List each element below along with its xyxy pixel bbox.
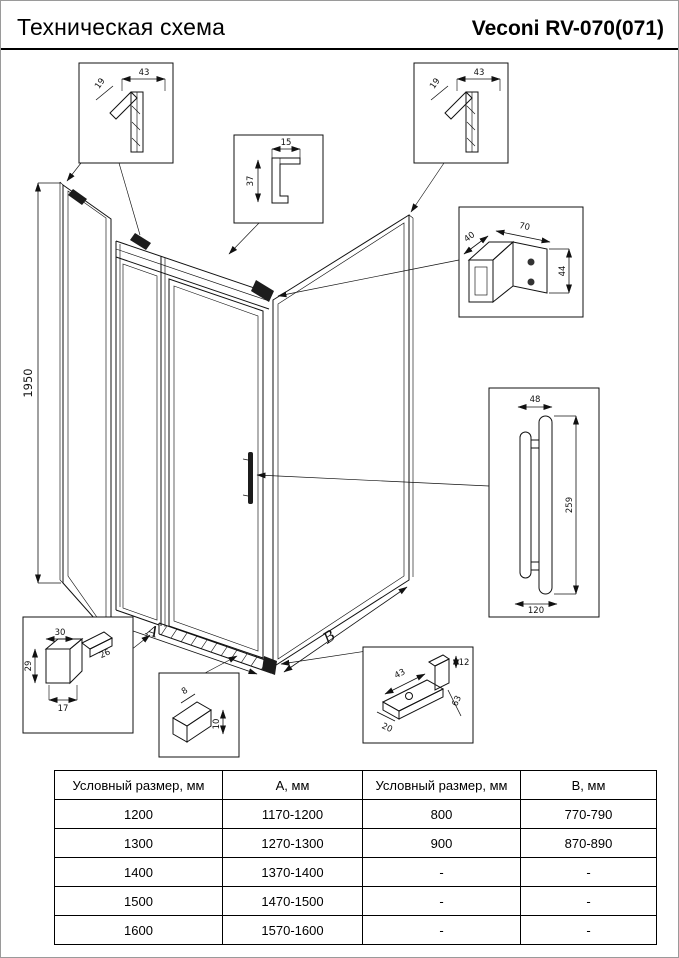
- dim-label: 30: [55, 628, 66, 638]
- corner-bracket-fitting: [251, 280, 274, 302]
- table-cell: 1170-1200: [222, 799, 363, 829]
- table-header-row: Условный размер, мм А, мм Условный разме…: [54, 770, 657, 800]
- table-cell: -: [362, 857, 521, 887]
- model-number: Veconi RV-070(071): [471, 17, 664, 40]
- detail-handle: 48 259 120: [488, 387, 600, 618]
- dim-label: 17: [58, 704, 69, 714]
- table-row: 1200 1170-1200 800 770-790: [54, 799, 657, 829]
- detail-bottom-profile: 8 10: [158, 672, 240, 758]
- detail-corner-bracket: 40 70 44: [458, 206, 584, 318]
- table-row: 1500 1470-1500 - -: [54, 886, 657, 916]
- shower-enclosure-view: [59, 181, 414, 675]
- page-title: Техническая схема: [17, 14, 226, 40]
- door-handle: [248, 452, 253, 504]
- table-cell: 770-790: [520, 799, 657, 829]
- detail-floor-guide: 43 12 63 20: [362, 646, 474, 744]
- leader-lines: [66, 162, 490, 674]
- table-cell: 1600: [54, 915, 223, 945]
- dim-label: 120: [528, 606, 544, 616]
- dim-label: 20: [380, 721, 394, 735]
- size-table: Условный размер, мм А, мм Условный разме…: [54, 770, 657, 945]
- bottom-rail-hatching: [160, 625, 268, 671]
- detail-wall-profile: 15 37: [233, 134, 324, 224]
- detail-top-right-corner-profile: 43 19: [413, 62, 509, 164]
- dim-label: 259: [565, 497, 575, 513]
- dim-label: 12: [459, 658, 470, 668]
- dim-label: 70: [518, 221, 531, 233]
- table-cell: 1300: [54, 828, 223, 858]
- dim-label: 29: [24, 661, 34, 672]
- technical-drawing: 1950 A B: [1, 50, 678, 762]
- table-cell: 1500: [54, 886, 223, 916]
- dim-label: 48: [530, 395, 541, 405]
- table-row: 1600 1570-1600 - -: [54, 915, 657, 945]
- table-cell: 870-890: [520, 828, 657, 858]
- table-cell: -: [520, 886, 657, 916]
- table-cell: -: [520, 857, 657, 887]
- dim-label-b: B: [319, 626, 339, 648]
- technical-drawing-svg: 1950 A B: [21, 62, 600, 758]
- table-cell: 1470-1500: [222, 886, 363, 916]
- table-cell: 1400: [54, 857, 223, 887]
- top-clamp-left: [68, 189, 87, 205]
- dim-label: 8: [180, 686, 190, 697]
- table-cell: -: [520, 915, 657, 945]
- table-cell: 900: [362, 828, 521, 858]
- dim-label: 43: [139, 68, 150, 78]
- header: Техническая схема Veconi RV-070(071): [1, 1, 678, 50]
- detail-corner-connector: 30 29 17 26: [22, 616, 134, 734]
- dim-label: 44: [558, 266, 568, 277]
- table-cell: 1570-1600: [222, 915, 363, 945]
- table-row: 1400 1370-1400 - -: [54, 857, 657, 887]
- table-cell: 1270-1300: [222, 828, 363, 858]
- table-cell: 1370-1400: [222, 857, 363, 887]
- dim-label: 43: [393, 667, 407, 681]
- column-header: А, мм: [222, 770, 363, 800]
- column-header: Условный размер, мм: [362, 770, 521, 800]
- table-cell: -: [362, 915, 521, 945]
- dim-label: 15: [281, 138, 292, 148]
- detail-top-left-corner-profile: 43 19: [78, 62, 174, 164]
- table-cell: 1200: [54, 799, 223, 829]
- table-cell: 800: [362, 799, 521, 829]
- floor-guide-fitting: [262, 656, 277, 675]
- column-header: В, мм: [520, 770, 657, 800]
- dim-label: 43: [474, 68, 485, 78]
- dim-label: 63: [450, 694, 464, 708]
- column-header: Условный размер, мм: [54, 770, 223, 800]
- dim-label: 37: [246, 176, 256, 187]
- dim-label: 10: [212, 719, 222, 730]
- table-row: 1300 1270-1300 900 870-890: [54, 828, 657, 858]
- table-cell: -: [362, 886, 521, 916]
- top-clamp-mid: [130, 233, 151, 250]
- dim-label-height: 1950: [21, 368, 35, 397]
- dim-label: 26: [98, 647, 112, 661]
